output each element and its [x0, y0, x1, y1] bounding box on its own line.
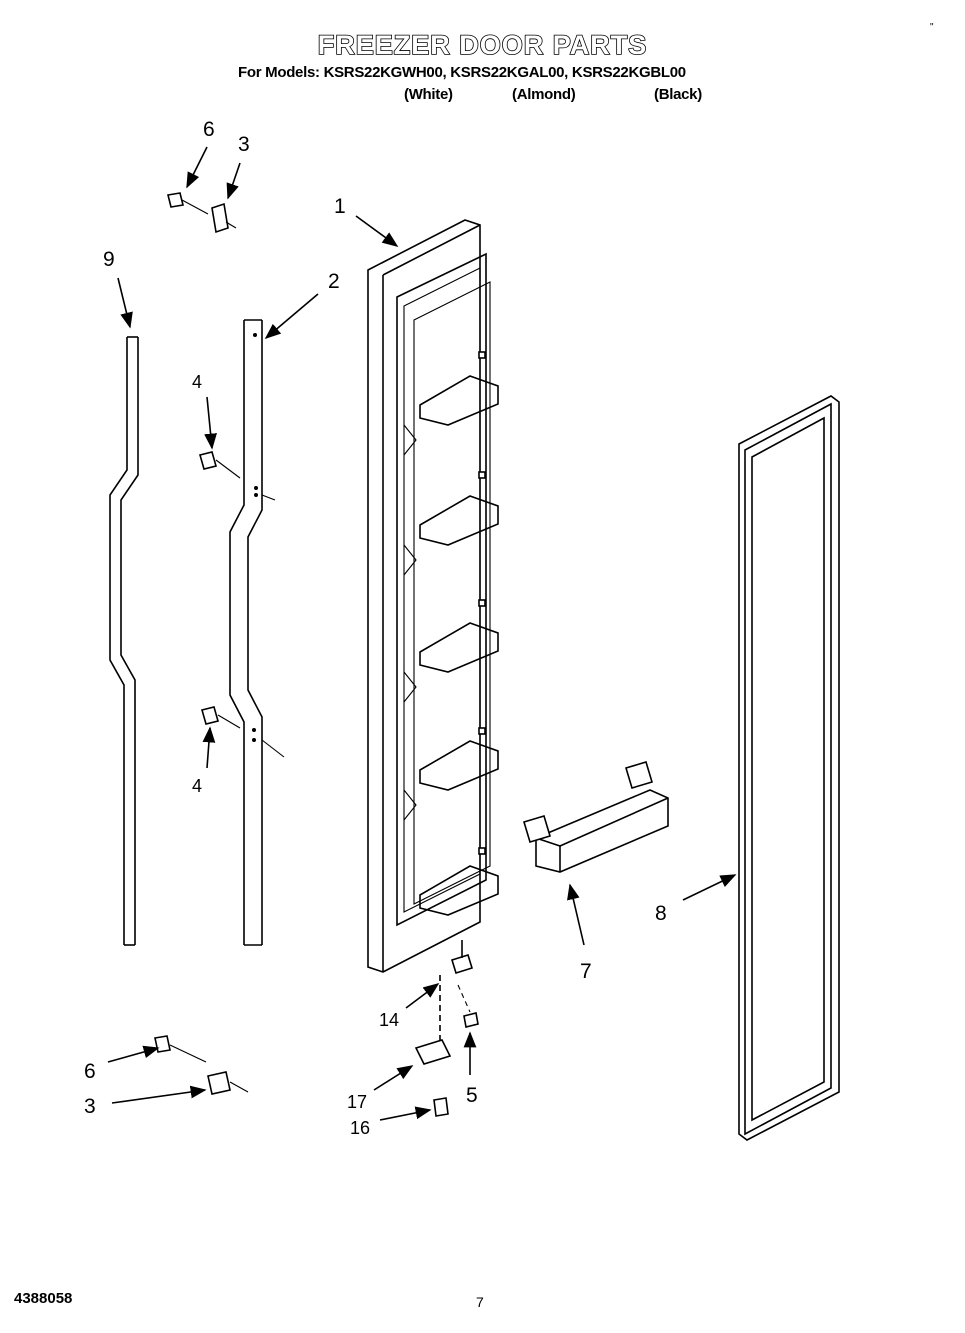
callout-door: 1: [334, 195, 346, 218]
variant-black: (Black): [654, 86, 702, 103]
door-stop-strip-part: [229, 319, 285, 946]
callout-screw-lower: 4: [192, 776, 202, 796]
document-number: 4388058: [14, 1290, 73, 1307]
variant-white: (White): [404, 86, 453, 103]
callout-trim-strip: 9: [103, 248, 115, 271]
callout-cam-screw: 16: [350, 1118, 370, 1138]
screw-upper-part: [199, 451, 241, 479]
callout-door-stop-strip: 2: [328, 270, 340, 293]
leader-lines: [107, 146, 737, 1121]
hinge-screw-bottom-part: [154, 1035, 207, 1063]
pin-part: [439, 940, 473, 1040]
shelf-bin-part: [523, 761, 669, 873]
callout-gasket: 8: [655, 902, 667, 925]
cam-screw-part: [433, 1097, 449, 1117]
page-number: 7: [476, 1294, 484, 1310]
callout-pin: 14: [379, 1010, 399, 1030]
screw-lower-part: [201, 706, 241, 729]
cam-part: [414, 1039, 452, 1065]
hinge-bottom-part: [207, 1071, 249, 1095]
callout-shelf-bin: 7: [580, 960, 592, 983]
callout-hinge-bottom: 3: [84, 1095, 96, 1118]
corner-mark: ": [930, 22, 934, 33]
bottom-screw-part: [457, 984, 479, 1028]
hinge-top-part: [211, 202, 237, 234]
freezer-door-part: [367, 219, 499, 973]
hinge-screw-top-part: [167, 192, 209, 215]
callout-screw-upper: 4: [192, 372, 202, 392]
callout-cam: 17: [347, 1092, 367, 1112]
variant-almond: (Almond): [512, 86, 576, 103]
callout-hinge-screw-top: 6: [203, 118, 215, 141]
page-title: FREEZER DOOR PARTS: [317, 29, 648, 61]
callout-bottom-screw: 5: [466, 1084, 478, 1107]
gasket-part: [738, 395, 840, 1141]
trim-strip-part: [109, 336, 139, 946]
callout-hinge-screw-bottom: 6: [84, 1060, 96, 1083]
callout-hinge-top: 3: [238, 133, 250, 156]
models-line: For Models: KSRS22KGWH00, KSRS22KGAL00, …: [238, 64, 686, 81]
